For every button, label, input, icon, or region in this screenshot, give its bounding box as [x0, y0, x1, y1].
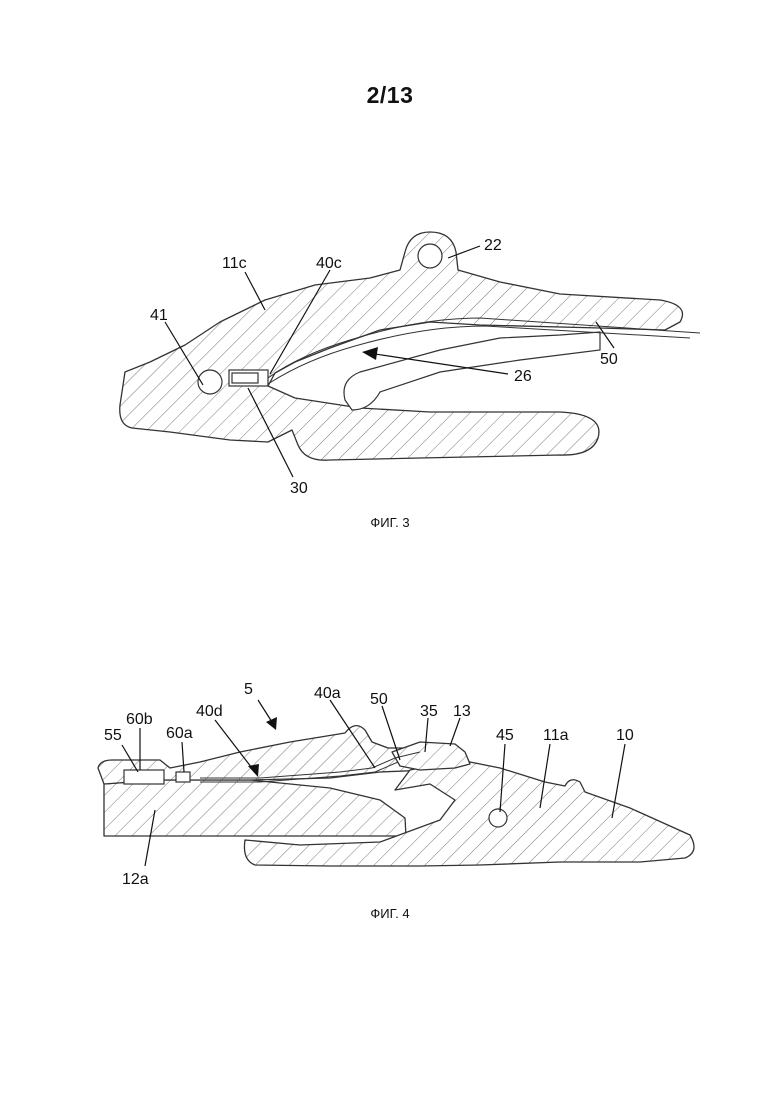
figure-3-drawing: 22 11c 40c 41 26 50 30: [0, 0, 780, 520]
fig4-element-60a: [176, 772, 190, 782]
fig3-label-41: 41: [150, 307, 168, 324]
figure-3-caption: ФИГ. 3: [0, 515, 780, 530]
fig4-hole-45: [489, 809, 507, 827]
figure-4-caption: ФИГ. 4: [0, 906, 780, 921]
fig3-label-40c: 40c: [316, 255, 342, 272]
fig4-label-45: 45: [496, 727, 514, 744]
fig3-label-30: 30: [290, 480, 308, 497]
fig3-inner-slot: [344, 332, 600, 410]
fig3-label-26: 26: [514, 368, 532, 385]
fig4-label-60b: 60b: [126, 711, 153, 728]
fig3-label-50: 50: [600, 351, 618, 368]
fig4-label-55: 55: [104, 727, 122, 744]
fig3-label-22: 22: [484, 237, 502, 254]
fig4-label-40d: 40d: [196, 703, 223, 720]
fig4-sensor-55: [124, 770, 164, 784]
fig4-label-5: 5: [244, 681, 253, 698]
fig4-label-60a: 60a: [166, 725, 193, 742]
fig4-label-35: 35: [420, 703, 438, 720]
fig4-label-11a: 11a: [543, 727, 569, 744]
fig4-base-12a: [104, 780, 406, 836]
fig4-label-40a: 40a: [314, 685, 341, 702]
fig4-label-50: 50: [370, 691, 388, 708]
fig4-label-12a: 12a: [122, 871, 149, 888]
fig4-label-13: 13: [453, 703, 471, 720]
fig3-label-11c: 11c: [222, 255, 247, 272]
fig3-sensor-30-inner: [232, 373, 258, 383]
fig4-arrow-5: [258, 700, 272, 722]
fig3-pivot-hole-22: [418, 244, 442, 268]
fig4-arrowhead-5: [266, 717, 277, 730]
fig4-label-10: 10: [616, 727, 634, 744]
fig3-arrowhead-26: [362, 347, 378, 360]
fig4-lead-13: [450, 718, 460, 746]
